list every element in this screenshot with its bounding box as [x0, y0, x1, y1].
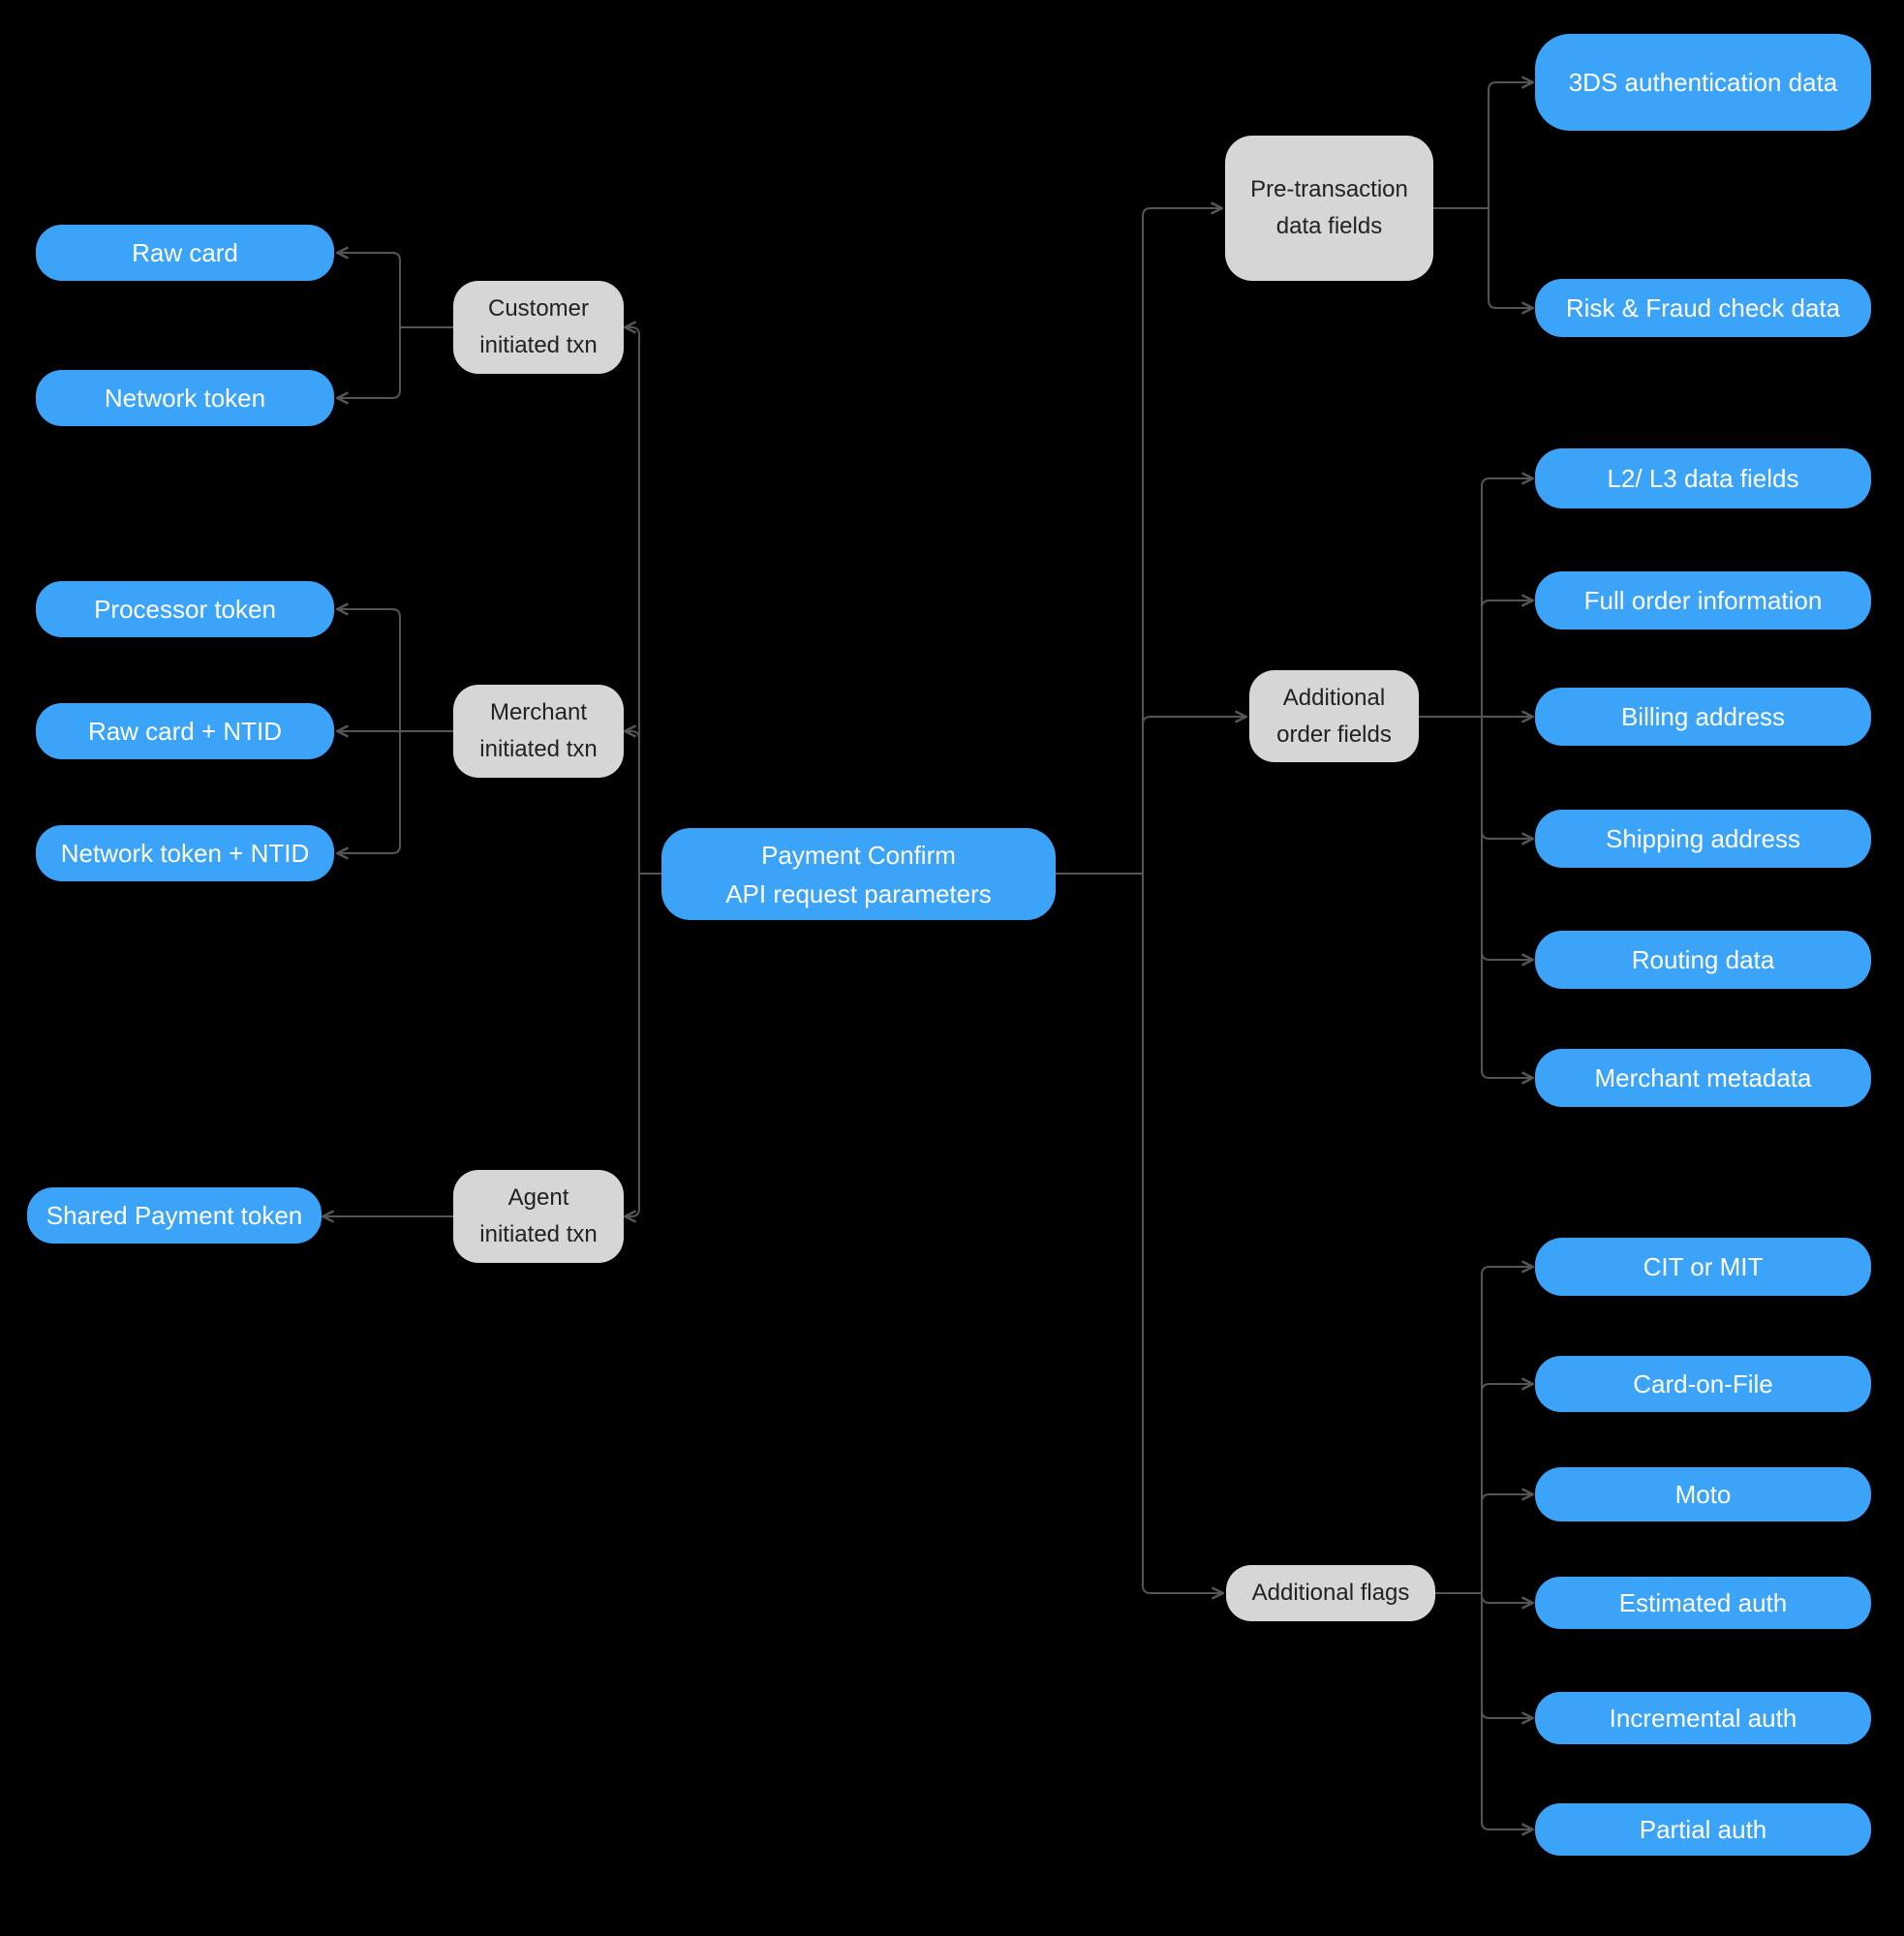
node-cit-or-mit: CIT or MIT — [1535, 1238, 1871, 1296]
node-merchant-initiated-txn: Merchant initiated txn — [453, 685, 624, 778]
node-pre-transaction-data-fields: Pre-transaction data fields — [1225, 136, 1433, 281]
node-shipping-address: Shipping address — [1535, 810, 1871, 868]
node-billing-address: Billing address — [1535, 688, 1871, 746]
node-routing-data: Routing data — [1535, 931, 1871, 989]
node-incremental-auth: Incremental auth — [1535, 1692, 1871, 1744]
node-raw-card: Raw card — [36, 225, 334, 281]
node-agent-initiated-txn: Agent initiated txn — [453, 1170, 624, 1263]
node-risk-fraud-check-data: Risk & Fraud check data — [1535, 279, 1871, 337]
node-card-on-file: Card-on-File — [1535, 1356, 1871, 1412]
node-network-token: Network token — [36, 370, 334, 426]
node-moto: Moto — [1535, 1467, 1871, 1521]
node-customer-initiated-txn: Customer initiated txn — [453, 281, 624, 374]
node-processor-token: Processor token — [36, 581, 334, 637]
node-merchant-metadata: Merchant metadata — [1535, 1049, 1871, 1107]
node-additional-order-fields: Additional order fields — [1249, 670, 1419, 762]
node-full-order-information: Full order information — [1535, 571, 1871, 630]
node-l2-l3-data-fields: L2/ L3 data fields — [1535, 448, 1871, 508]
node-network-token-ntid: Network token + NTID — [36, 825, 334, 881]
node-additional-flags: Additional flags — [1226, 1565, 1435, 1621]
node-payment-confirm: Payment Confirm API request parameters — [661, 828, 1056, 920]
node-shared-payment-token: Shared Payment token — [27, 1187, 322, 1244]
connector-group — [323, 82, 1532, 1829]
node-raw-card-ntid: Raw card + NTID — [36, 703, 334, 759]
node-estimated-auth: Estimated auth — [1535, 1577, 1871, 1629]
node-3ds-authentication-data: 3DS authentication data — [1535, 34, 1871, 131]
node-partial-auth: Partial auth — [1535, 1803, 1871, 1856]
